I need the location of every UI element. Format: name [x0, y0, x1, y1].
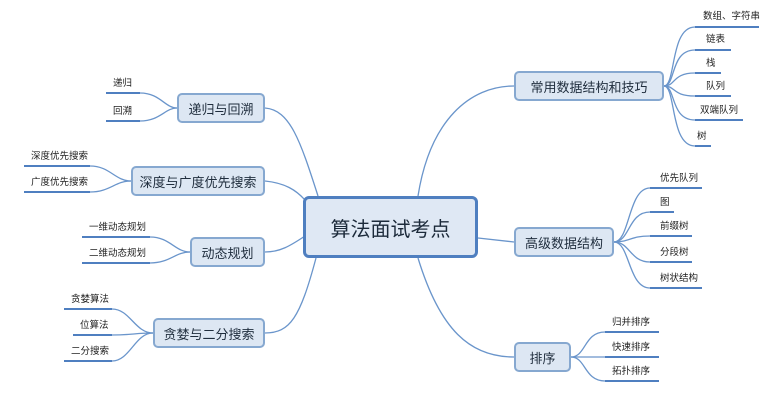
- leaf-underline: [695, 95, 731, 97]
- leaf-underline: [82, 236, 150, 238]
- branch-label: 递归与回溯: [188, 102, 254, 118]
- branch-label: 动态规划: [201, 246, 254, 262]
- leaf-stack[interactable]: 栈: [706, 58, 716, 69]
- leaf-underline: [695, 145, 711, 147]
- leaf-underline: [64, 360, 112, 362]
- leaf-underline: [695, 49, 731, 51]
- leaf-bfs[interactable]: 广度优先搜索: [31, 177, 89, 188]
- leaf-array-string[interactable]: 数组、字符串: [703, 11, 761, 22]
- leaf-underline: [650, 261, 692, 263]
- leaf-underline: [64, 308, 112, 310]
- leaf-underline: [24, 165, 90, 167]
- branch-label: 贪婪与二分搜索: [163, 327, 255, 343]
- leaf-graph[interactable]: 图: [660, 197, 670, 208]
- leaf-backtracking[interactable]: 回溯: [113, 106, 133, 117]
- branch-label: 深度与广度优先搜索: [139, 175, 257, 191]
- leaf-underline: [106, 92, 140, 94]
- leaf-trie[interactable]: 前缀树: [660, 221, 689, 232]
- root-topic-label: 算法面试考点: [330, 216, 451, 241]
- leaf-tree[interactable]: 树: [697, 131, 707, 142]
- leaf-underline: [82, 262, 150, 264]
- leaf-underline: [605, 331, 659, 333]
- leaf-binary-search[interactable]: 二分搜索: [71, 346, 110, 357]
- leaf-dfs[interactable]: 深度优先搜索: [31, 151, 89, 162]
- leaf-underline: [73, 334, 112, 336]
- leaf-underline: [24, 191, 90, 193]
- leaf-underline: [695, 26, 759, 28]
- branch-label: 高级数据结构: [524, 236, 603, 252]
- branch-data-structures[interactable]: 常用数据结构和技巧: [514, 71, 664, 101]
- leaf-underline: [650, 287, 702, 289]
- leaf-quick-sort[interactable]: 快速排序: [612, 342, 651, 353]
- leaf-underline: [695, 119, 743, 121]
- leaf-merge-sort[interactable]: 归并排序: [612, 317, 651, 328]
- root-topic[interactable]: 算法面试考点: [303, 196, 478, 258]
- leaf-underline: [650, 235, 692, 237]
- leaf-segment-tree[interactable]: 分段树: [660, 247, 689, 258]
- leaf-underline: [605, 380, 659, 382]
- leaf-2d-dp[interactable]: 二维动态规划: [89, 248, 147, 259]
- branch-dfs-bfs[interactable]: 深度与广度优先搜索: [131, 166, 265, 196]
- leaf-1d-dp[interactable]: 一维动态规划: [89, 222, 147, 233]
- branch-advanced-data-structures[interactable]: 高级数据结构: [514, 227, 614, 257]
- branch-sorting[interactable]: 排序: [514, 342, 571, 372]
- leaf-underline: [605, 356, 659, 358]
- branch-dynamic-programming[interactable]: 动态规划: [190, 237, 265, 267]
- leaf-underline: [650, 211, 674, 213]
- leaf-topological-sort[interactable]: 拓扑排序: [612, 366, 651, 377]
- leaf-recursion[interactable]: 递归: [113, 78, 133, 89]
- leaf-deque[interactable]: 双端队列: [700, 105, 739, 116]
- leaf-underline: [650, 187, 702, 189]
- leaf-underline: [695, 72, 721, 74]
- leaf-priority-queue[interactable]: 优先队列: [660, 173, 699, 184]
- leaf-linked-list[interactable]: 链表: [706, 34, 726, 45]
- branch-label: 常用数据结构和技巧: [530, 80, 648, 96]
- branch-recursion-backtracking[interactable]: 递归与回溯: [177, 93, 265, 123]
- leaf-greedy[interactable]: 贪婪算法: [71, 294, 110, 305]
- leaf-bit-manipulation[interactable]: 位算法: [80, 320, 109, 331]
- branch-greedy-binary-search[interactable]: 贪婪与二分搜索: [153, 318, 265, 348]
- leaf-tree-structure[interactable]: 树状结构: [660, 273, 699, 284]
- leaf-queue[interactable]: 队列: [706, 81, 726, 92]
- leaf-underline: [106, 120, 140, 122]
- branch-label: 排序: [529, 351, 556, 367]
